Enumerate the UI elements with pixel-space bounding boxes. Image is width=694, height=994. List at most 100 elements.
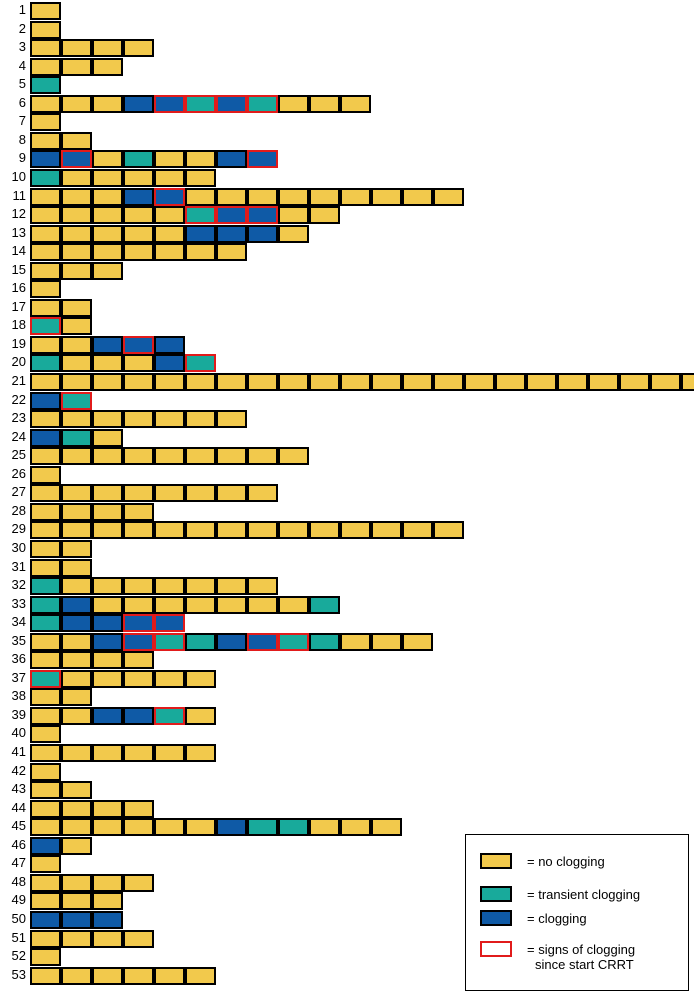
row-label: 9 bbox=[18, 150, 26, 166]
cell-clogging bbox=[123, 187, 154, 206]
cell-no-clogging bbox=[185, 168, 216, 187]
grid-row: 12 bbox=[0, 205, 694, 225]
row-label: 52 bbox=[11, 948, 26, 964]
grid-row: 44 bbox=[0, 799, 694, 818]
cell-no-clogging bbox=[61, 706, 92, 725]
cell-no-clogging bbox=[30, 799, 61, 818]
cell-no-clogging bbox=[61, 929, 92, 948]
cell-no-clogging bbox=[61, 373, 92, 391]
cell-no-clogging bbox=[154, 669, 185, 688]
grid-row: 11 bbox=[0, 187, 694, 206]
cell-clogging bbox=[30, 391, 61, 410]
cell-no-clogging bbox=[433, 521, 464, 540]
cell-no-clogging bbox=[185, 447, 216, 466]
grid-row: 4 bbox=[0, 57, 694, 76]
cell-no-clogging bbox=[216, 447, 247, 466]
cell-no-clogging bbox=[247, 577, 278, 596]
cell-no-clogging bbox=[92, 150, 123, 169]
row-label: 21 bbox=[11, 373, 26, 388]
cell-no-clogging bbox=[340, 94, 371, 113]
cell-clogging bbox=[30, 910, 61, 929]
cell-no-clogging bbox=[92, 428, 123, 447]
cell-no-clogging bbox=[61, 224, 92, 243]
cell-no-clogging bbox=[154, 966, 185, 985]
row-label: 7 bbox=[18, 113, 26, 129]
grid-row: 15 bbox=[0, 261, 694, 280]
cell-no-clogging bbox=[92, 373, 123, 391]
grid-row: 39 bbox=[0, 706, 694, 725]
cell-no-clogging bbox=[123, 651, 154, 670]
row-label: 19 bbox=[11, 335, 26, 351]
cell-transient-clogging-signs bbox=[154, 632, 185, 651]
cell-no-clogging bbox=[185, 150, 216, 169]
row-label: 10 bbox=[11, 168, 26, 184]
cell-no-clogging bbox=[123, 373, 154, 391]
cell-no-clogging bbox=[61, 57, 92, 76]
grid-row: 8 bbox=[0, 131, 694, 150]
row-label: 41 bbox=[11, 744, 26, 759]
cell-clogging-signs bbox=[247, 632, 278, 651]
row-label: 30 bbox=[11, 539, 26, 555]
cell-no-clogging bbox=[92, 187, 123, 206]
cell-no-clogging bbox=[247, 187, 278, 206]
cell-no-clogging bbox=[92, 744, 123, 762]
row-label: 34 bbox=[11, 614, 26, 630]
cell-clogging bbox=[30, 150, 61, 169]
cell-no-clogging bbox=[61, 502, 92, 521]
cell-no-clogging bbox=[309, 521, 340, 540]
cell-no-clogging bbox=[216, 577, 247, 596]
cell-no-clogging bbox=[123, 595, 154, 614]
cell-no-clogging bbox=[30, 521, 61, 540]
cell-no-clogging bbox=[154, 373, 185, 391]
cell-no-clogging bbox=[92, 502, 123, 521]
row-label: 1 bbox=[18, 2, 26, 17]
grid-row: 53 bbox=[0, 966, 694, 985]
cell-no-clogging bbox=[123, 669, 154, 688]
cell-no-clogging bbox=[247, 373, 278, 391]
row-label: 46 bbox=[11, 836, 26, 852]
cell-no-clogging bbox=[278, 206, 309, 225]
row-label: 49 bbox=[11, 892, 26, 908]
row-label: 5 bbox=[18, 76, 26, 92]
grid-row: 51 bbox=[0, 929, 694, 948]
cell-no-clogging bbox=[92, 873, 123, 892]
cell-no-clogging bbox=[92, 595, 123, 614]
cell-no-clogging bbox=[30, 280, 61, 299]
cell-clogging-signs bbox=[154, 614, 185, 633]
cell-no-clogging bbox=[216, 521, 247, 540]
legend-swatch-signs-of-clogging bbox=[480, 941, 512, 957]
legend-swatch-clogging bbox=[480, 910, 512, 926]
cell-no-clogging bbox=[61, 744, 92, 762]
cell-clogging bbox=[92, 706, 123, 725]
grid-row: 19 bbox=[0, 335, 694, 354]
cell-no-clogging bbox=[309, 187, 340, 206]
cell-clogging bbox=[92, 910, 123, 929]
cell-no-clogging bbox=[154, 150, 185, 169]
cell-no-clogging bbox=[30, 762, 61, 781]
cell-no-clogging bbox=[61, 651, 92, 670]
cell-no-clogging bbox=[371, 373, 402, 391]
cell-no-clogging bbox=[61, 873, 92, 892]
row-label: 50 bbox=[11, 910, 26, 926]
cell-no-clogging bbox=[30, 966, 61, 985]
row-label: 8 bbox=[18, 131, 26, 147]
cell-no-clogging bbox=[30, 261, 61, 280]
row-label: 17 bbox=[11, 298, 26, 314]
cell-clogging-signs bbox=[247, 150, 278, 169]
cell-no-clogging bbox=[61, 818, 92, 837]
cell-no-clogging bbox=[92, 261, 123, 280]
cell-no-clogging bbox=[278, 187, 309, 206]
cell-no-clogging bbox=[61, 521, 92, 540]
cell-no-clogging bbox=[402, 373, 433, 391]
cell-clogging bbox=[61, 910, 92, 929]
grid-row: 49 bbox=[0, 891, 694, 911]
cell-transient-clogging-signs bbox=[185, 94, 216, 113]
cell-no-clogging bbox=[154, 447, 185, 466]
cell-no-clogging bbox=[30, 688, 61, 707]
cell-no-clogging bbox=[92, 410, 123, 429]
legend-label-clogging: = clogging bbox=[527, 911, 587, 926]
cell-clogging bbox=[61, 595, 92, 614]
cell-no-clogging bbox=[92, 929, 123, 948]
cell-no-clogging bbox=[30, 781, 61, 800]
